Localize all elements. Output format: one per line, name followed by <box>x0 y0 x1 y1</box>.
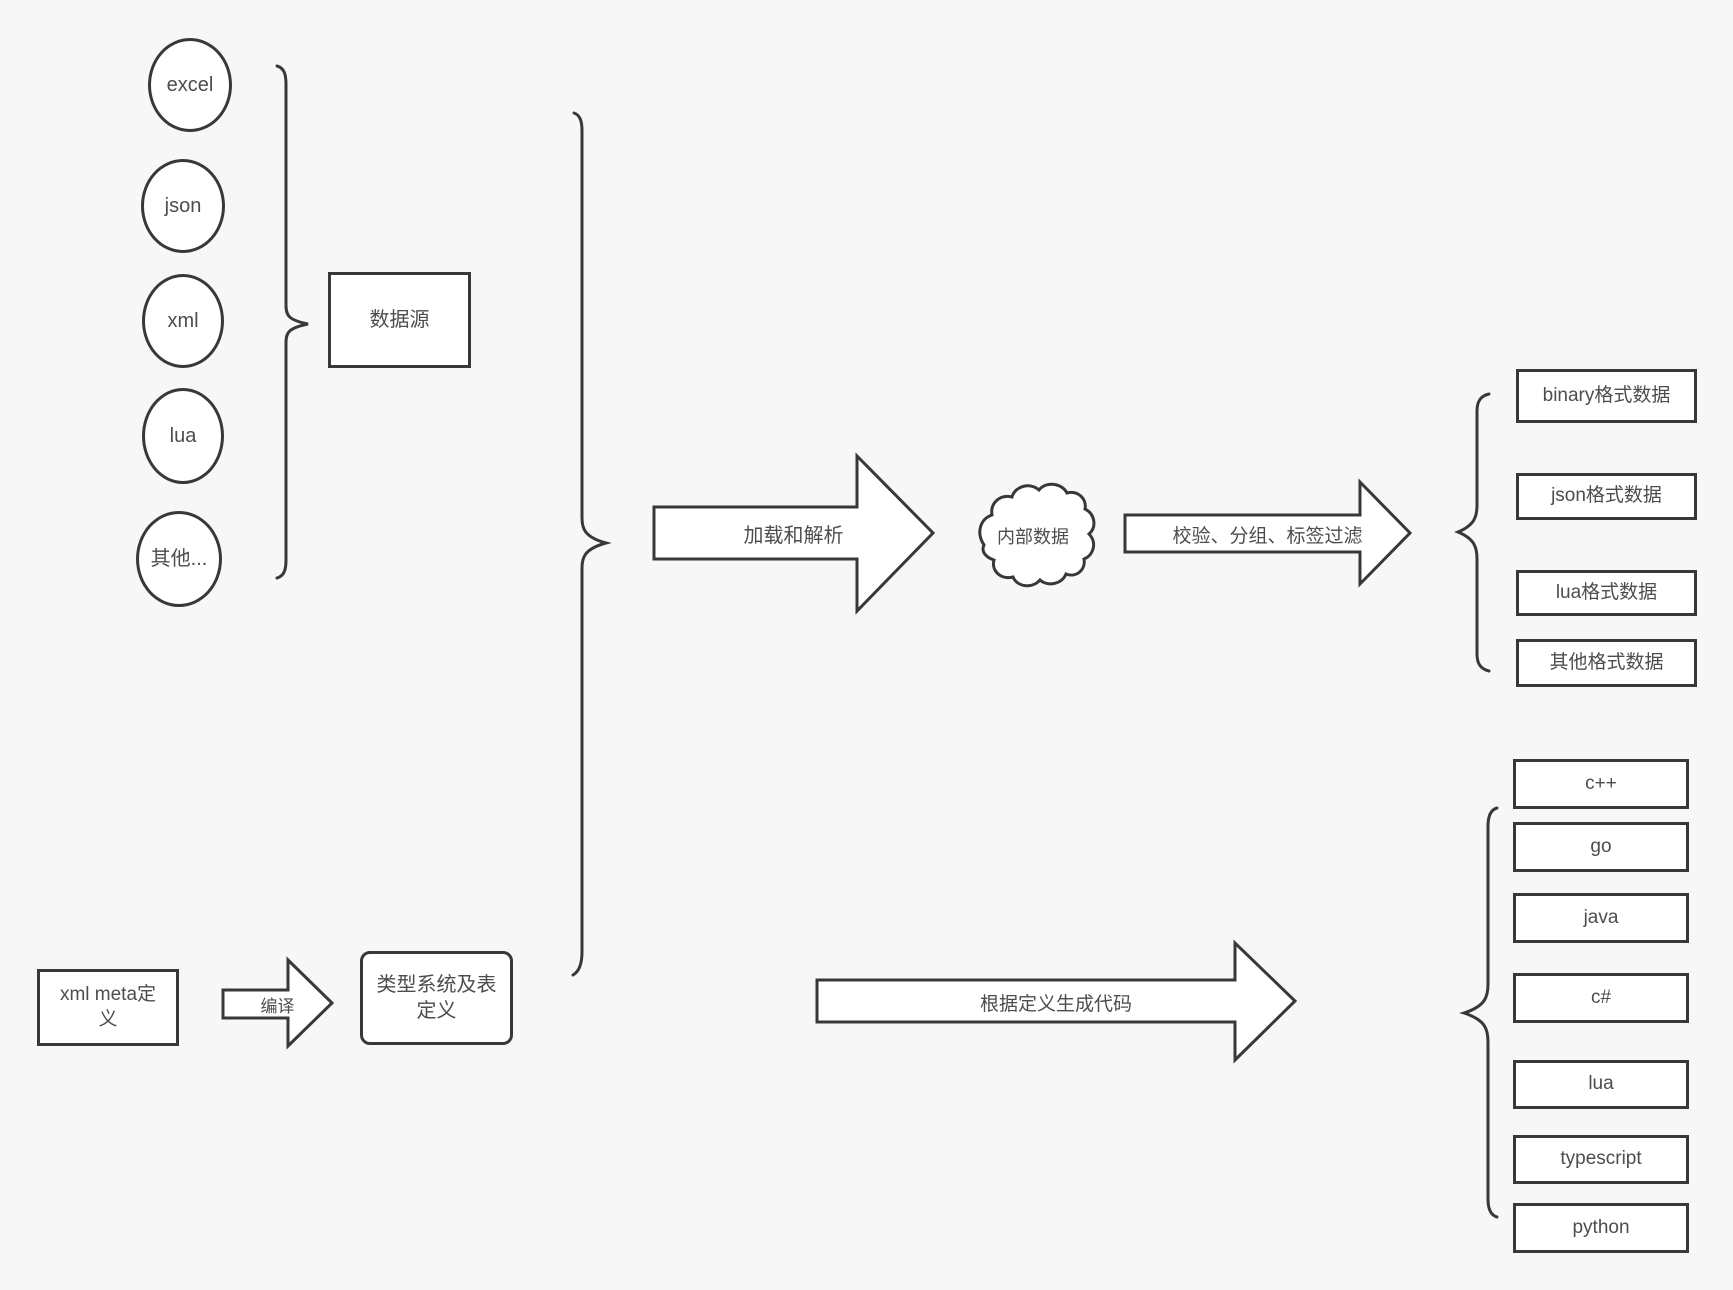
load-parse-arrow-label: 加载和解析 <box>743 525 844 547</box>
data-source-group-box: 数据源 <box>328 272 471 368</box>
language-box-cpp: c++ <box>1513 759 1689 809</box>
format-box-binary: binary格式数据 <box>1516 369 1697 423</box>
codegen-arrow-label: 根据定义生成代码 <box>979 994 1132 1015</box>
language-box-csharp: c# <box>1513 973 1689 1023</box>
language-box-label: c# <box>1590 986 1612 1008</box>
languages-brace <box>1459 806 1499 1219</box>
source-node-label: json <box>164 195 202 217</box>
language-box-label: typescript <box>1560 1148 1642 1170</box>
load-parse-arrow-shape <box>652 452 936 615</box>
source-node-excel: excel <box>148 38 232 132</box>
format-box-label: lua格式数据 <box>1555 581 1658 603</box>
source-node-label: lua <box>169 425 197 447</box>
xml-meta-label: xml meta定义 <box>59 983 157 1030</box>
language-box-label: python <box>1572 1216 1630 1238</box>
language-box-java: java <box>1513 893 1689 943</box>
internal-data-label: 内部数据 <box>997 527 1069 547</box>
format-box-json: json格式数据 <box>1516 473 1697 520</box>
language-box-go: go <box>1513 822 1689 872</box>
type-system-box: 类型系统及表定义 <box>360 951 513 1045</box>
compile-arrow-label: 编译 <box>260 997 295 1016</box>
language-box-lua: lua <box>1513 1060 1689 1109</box>
source-node-other: 其他... <box>136 511 222 607</box>
source-node-label: xml <box>167 310 199 332</box>
codegen-arrow-shape <box>815 939 1298 1064</box>
filter-arrow-shape <box>1123 478 1413 588</box>
language-box-typescript: typescript <box>1513 1135 1689 1184</box>
format-box-lua: lua格式数据 <box>1516 570 1697 616</box>
language-box-label: lua <box>1588 1073 1614 1095</box>
data-source-group-label: 数据源 <box>369 309 430 331</box>
format-box-other: 其他格式数据 <box>1516 639 1697 687</box>
compile-arrow-shape <box>221 956 335 1050</box>
xml-meta-box: xml meta定义 <box>37 969 179 1046</box>
language-box-label: go <box>1590 835 1612 857</box>
type-system-label: 类型系统及表定义 <box>376 974 497 1022</box>
main-input-brace <box>571 111 612 977</box>
format-box-label: binary格式数据 <box>1542 384 1671 406</box>
format-box-label: 其他格式数据 <box>1549 651 1664 673</box>
internal-data-cloud-shape <box>978 482 1096 588</box>
source-node-lua: lua <box>142 388 224 484</box>
output-formats-brace <box>1454 392 1491 673</box>
language-box-label: c++ <box>1585 772 1617 794</box>
language-box-python: python <box>1513 1203 1689 1253</box>
source-node-json: json <box>141 159 225 253</box>
source-node-label: 其他... <box>150 548 208 570</box>
language-box-label: java <box>1583 906 1619 928</box>
source-node-xml: xml <box>142 274 224 368</box>
filter-arrow-label: 校验、分组、标签过滤 <box>1172 526 1363 547</box>
data-sources-brace <box>275 64 309 580</box>
source-node-label: excel <box>166 74 214 96</box>
format-box-label: json格式数据 <box>1551 485 1662 507</box>
